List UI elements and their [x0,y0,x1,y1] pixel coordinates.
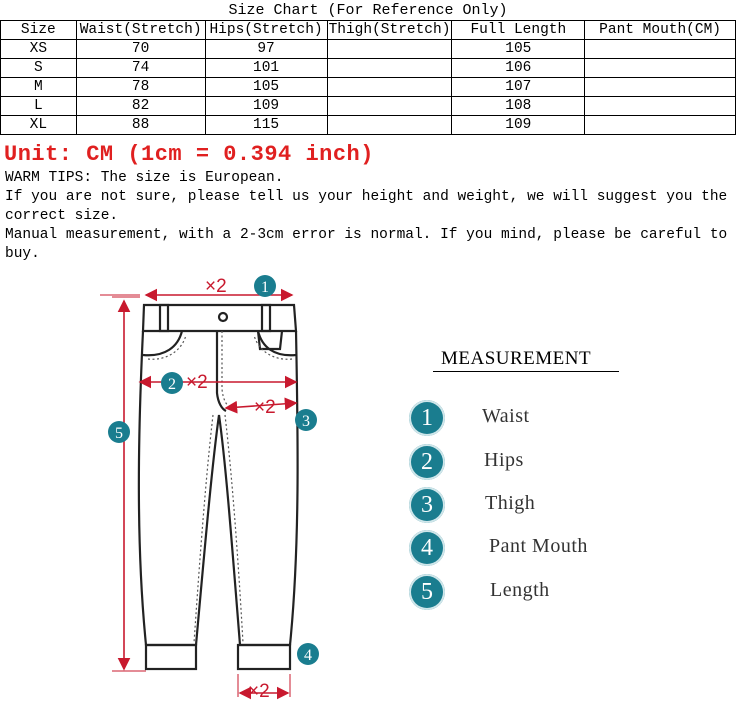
legend-label: Waist [482,405,530,427]
table-header-row: Size Waist(Stretch) Hips(Stretch) Thigh(… [0,20,736,40]
cell-hips: 115 [204,115,328,135]
header-size: Size [0,20,77,40]
cell-size: XL [0,115,77,135]
header-full-length: Full Length [451,20,586,40]
marker-hips: 2 [161,372,183,394]
cell-waist: 88 [75,115,206,135]
legend-badge: 3 [409,487,445,523]
x2-thigh-label: ×2 [254,397,276,418]
cell-waist: 78 [75,77,206,97]
x2-hips-label: ×2 [186,372,208,393]
cell-pant-mouth [584,39,736,59]
cell-pant-mouth [584,115,736,135]
marker-number: 5 [115,425,123,442]
cell-pant-mouth [584,77,736,97]
pants-outline [137,303,299,671]
measurement-arrows [100,288,298,700]
marker-number: 4 [304,647,312,664]
tip-line: WARM TIPS: The size is European. [5,170,284,186]
table-row: XL 88 115 109 [0,115,736,135]
x2-mouth-label: ×2 [248,681,270,702]
cell-size: S [0,58,77,78]
cell-full-length: 109 [451,115,586,135]
cell-size: M [0,77,77,97]
legend-title: MEASUREMENT [441,348,592,369]
cell-hips: 105 [204,77,328,97]
cell-waist: 70 [75,39,206,59]
size-chart-title: Size Chart (For Reference Only) [228,2,508,19]
marker-waist: 1 [254,275,276,297]
warm-tips: WARM TIPS: The size is European. If you … [5,169,730,264]
cell-thigh [326,39,453,59]
legend-underline [433,371,619,372]
cell-size: XS [0,39,77,59]
header-thigh: Thigh(Stretch) [326,20,453,40]
table-row: XS 70 97 105 [0,39,736,59]
cell-thigh [326,77,453,97]
table-row: M 78 105 107 [0,77,736,97]
legend-badge: 2 [409,444,445,480]
cell-size: L [0,96,77,116]
marker-length: 5 [108,421,130,443]
legend-badge: 5 [409,574,445,610]
marker-number: 3 [302,413,310,430]
legend-label: Pant Mouth [489,535,588,557]
legend-label: Thigh [485,492,536,514]
marker-pant-mouth: 4 [297,643,319,665]
legend-label: Length [490,579,550,601]
cell-thigh [326,96,453,116]
marker-thigh: 3 [295,409,317,431]
table-row: S 74 101 106 [0,58,736,78]
header-pant-mouth: Pant Mouth(CM) [584,20,736,40]
pants-diagram: ×2 ×2 ×2 ×2 1 2 3 4 5 [100,275,319,702]
legend-badge: 4 [409,530,445,566]
table-row: L 82 109 108 [0,96,736,116]
header-hips: Hips(Stretch) [204,20,328,40]
cell-thigh [326,115,453,135]
legend-badge: 1 [409,400,445,436]
x2-waist-label: ×2 [205,276,227,297]
cell-hips: 97 [204,39,328,59]
marker-number: 1 [261,279,269,296]
unit-note: Unit: CM (1cm = 0.394 inch) [4,142,374,167]
legend-label: Hips [484,449,524,471]
tip-line: If you are not sure, please tell us your… [5,189,728,224]
cell-full-length: 108 [451,96,586,116]
cell-hips: 101 [204,58,328,78]
cell-full-length: 106 [451,58,586,78]
marker-number: 2 [168,376,176,393]
header-waist: Waist(Stretch) [75,20,206,40]
cell-full-length: 107 [451,77,586,97]
cell-pant-mouth [584,58,736,78]
cell-waist: 82 [75,96,206,116]
tip-line: Manual measurement, with a 2-3cm error i… [5,227,728,262]
cell-thigh [326,58,453,78]
size-table: Size Waist(Stretch) Hips(Stretch) Thigh(… [0,20,736,135]
cell-full-length: 105 [451,39,586,59]
cell-waist: 74 [75,58,206,78]
cell-pant-mouth [584,96,736,116]
cell-hips: 109 [204,96,328,116]
